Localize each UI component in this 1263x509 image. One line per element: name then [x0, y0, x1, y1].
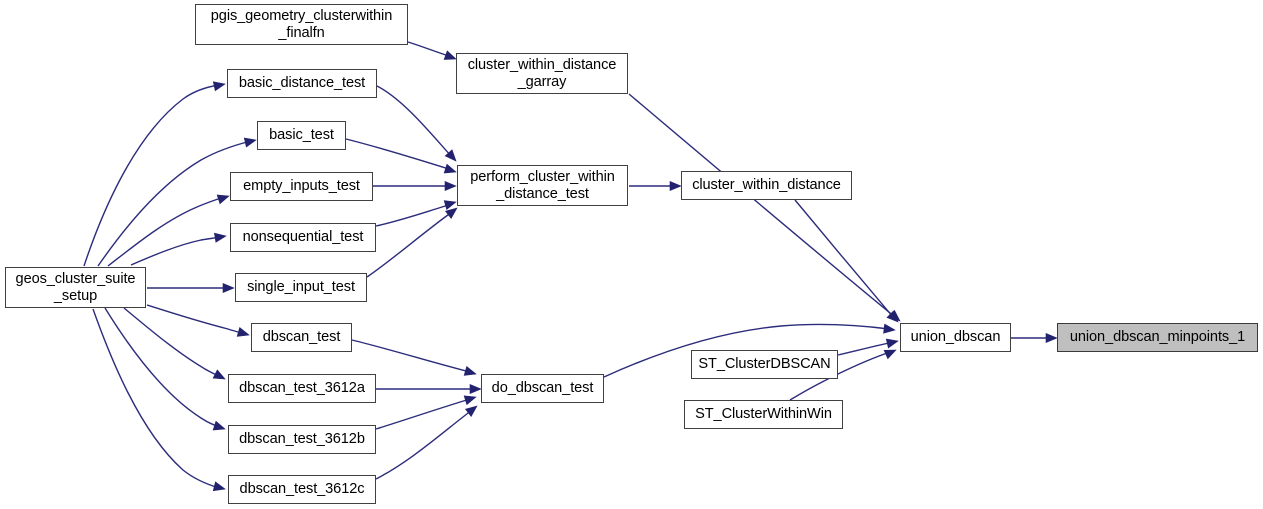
node-basic_test[interactable]: basic_test	[257, 121, 346, 150]
node-ST_ClusterDBSCAN[interactable]: ST_ClusterDBSCAN	[691, 350, 838, 379]
node-single_input_test[interactable]: single_input_test	[235, 273, 367, 302]
edge-do-to-union-dbscan-arrowhead	[883, 323, 896, 334]
node-label-dbscan_test: dbscan_test	[262, 329, 341, 346]
edge-setup-to-3612c	[92, 308, 220, 489]
edge-basic-test-to-perform-arrowhead	[443, 163, 457, 174]
node-label-cluster_within_distance_garray: cluster_within_distance _garray	[467, 57, 617, 90]
node-empty_inputs_test[interactable]: empty_inputs_test	[230, 172, 373, 201]
node-perform_cluster_within_distance_test[interactable]: perform_cluster_within _distance_test	[457, 165, 628, 206]
edge-nonsequential-to-perform-arrowhead	[443, 200, 457, 210]
edge-3612b-to-do-arrowhead	[463, 395, 477, 406]
node-label-do_dbscan_test: do_dbscan_test	[491, 380, 594, 397]
node-nonsequential_test[interactable]: nonsequential_test	[230, 223, 376, 252]
edge-setup-to-basic-distance	[83, 84, 220, 267]
edge-setup-to-3612b	[104, 307, 221, 428]
edge-cwd-to-union-dbscan	[794, 199, 894, 318]
edge-setup-to-dbscan-test	[146, 304, 245, 335]
edge-basic-distance-to-perform-arrowhead	[444, 149, 457, 162]
node-ST_ClusterWithinWin[interactable]: ST_ClusterWithinWin	[684, 400, 843, 429]
edge-setup-to-empty-inputs-arrowhead	[216, 194, 230, 205]
edge-setup-to-single-input-arrowhead	[222, 282, 235, 294]
edge-3612c-to-do	[375, 409, 473, 480]
edge-setup-to-basic-test-arrowhead	[243, 137, 257, 148]
node-cluster_within_distance_garray[interactable]: cluster_within_distance _garray	[456, 53, 628, 94]
edge-setup-to-3612c-arrowhead	[212, 481, 226, 492]
node-union_dbscan[interactable]: union_dbscan	[900, 323, 1011, 352]
node-label-union_dbscan: union_dbscan	[910, 329, 1001, 346]
node-label-dbscan_test_3612b: dbscan_test_3612b	[239, 431, 365, 448]
edge-pgis-finalfn-to-garray-arrowhead	[443, 50, 457, 60]
edge-basic-test-to-perform	[345, 138, 453, 171]
edge-stclusterwithinwin-to-union	[789, 351, 891, 401]
edge-setup-to-3612a	[123, 307, 221, 378]
node-label-ST_ClusterWithinWin: ST_ClusterWithinWin	[695, 406, 832, 423]
edge-perform-to-cwd-arrowhead	[669, 180, 682, 192]
edge-setup-to-dbscan-test-arrowhead	[236, 327, 250, 337]
node-label-geos_cluster_suite_setup: geos_cluster_suite _setup	[15, 271, 136, 304]
node-union_dbscan_minpoints_1[interactable]: union_dbscan_minpoints_1	[1057, 323, 1258, 352]
edge-single-input-to-perform	[366, 211, 453, 278]
edge-nonsequential-to-perform	[375, 203, 453, 227]
edge-setup-to-basic-distance-arrowhead	[212, 81, 226, 92]
node-label-basic_test: basic_test	[269, 127, 334, 144]
node-dbscan_test[interactable]: dbscan_test	[251, 323, 352, 352]
node-label-nonsequential_test: nonsequential_test	[242, 229, 364, 246]
edge-cwd-to-union-dbscan-arrowhead	[886, 310, 899, 323]
node-label-basic_distance_test: basic_distance_test	[238, 75, 366, 92]
node-label-pgis_geometry_clusterwithin_finalfn: pgis_geometry_clusterwithin _finalfn	[210, 8, 393, 41]
edge-basic-distance-to-perform	[376, 85, 453, 158]
node-cluster_within_distance[interactable]: cluster_within_distance	[681, 171, 852, 200]
node-label-union_dbscan_minpoints_1: union_dbscan_minpoints_1	[1069, 329, 1246, 346]
node-label-perform_cluster_within_distance_test: perform_cluster_within _distance_test	[470, 169, 615, 202]
node-dbscan_test_3612a[interactable]: dbscan_test_3612a	[228, 374, 376, 403]
edge-union-to-minpoints-arrowhead	[1045, 332, 1058, 344]
edge-setup-to-nonsequential-arrowhead	[214, 232, 227, 243]
edge-do-to-union-dbscan	[603, 323, 890, 378]
edge-empty-inputs-to-perform-arrowhead	[444, 180, 457, 192]
edge-setup-to-3612a-arrowhead	[212, 369, 226, 380]
edge-dbscan-test-to-do	[351, 339, 471, 373]
edge-setup-to-basic-test	[97, 140, 252, 267]
edge-pgis-finalfn-to-garray	[407, 41, 453, 58]
edge-setup-to-nonsequential	[130, 236, 222, 266]
edge-single-input-to-perform-arrowhead	[444, 207, 458, 219]
edge-stclusterwithinwin-to-union-arrowhead	[883, 349, 897, 360]
edge-stclusterdbscan-to-union	[837, 341, 894, 356]
node-geos_cluster_suite_setup[interactable]: geos_cluster_suite _setup	[5, 267, 146, 308]
node-label-single_input_test: single_input_test	[247, 279, 355, 296]
node-basic_distance_test[interactable]: basic_distance_test	[227, 69, 377, 98]
edge-stclusterdbscan-to-union-arrowhead	[885, 338, 899, 349]
node-label-dbscan_test_3612a: dbscan_test_3612a	[239, 380, 365, 397]
edge-garray-to-union-dbscan	[628, 93, 896, 318]
node-label-dbscan_test_3612c: dbscan_test_3612c	[239, 481, 365, 498]
node-label-empty_inputs_test: empty_inputs_test	[243, 178, 360, 195]
edge-3612a-to-do-arrowhead	[469, 383, 482, 395]
edge-setup-to-3612b-arrowhead	[212, 420, 226, 431]
edge-3612b-to-do	[375, 398, 471, 430]
node-label-cluster_within_distance: cluster_within_distance	[692, 177, 841, 194]
node-dbscan_test_3612b[interactable]: dbscan_test_3612b	[228, 425, 376, 454]
node-dbscan_test_3612c[interactable]: dbscan_test_3612c	[228, 475, 376, 504]
node-pgis_geometry_clusterwithin_finalfn[interactable]: pgis_geometry_clusterwithin _finalfn	[195, 4, 408, 45]
node-do_dbscan_test[interactable]: do_dbscan_test	[481, 374, 604, 403]
edge-setup-to-empty-inputs	[107, 196, 225, 267]
edge-3612c-to-do-arrowhead	[464, 405, 478, 417]
node-label-ST_ClusterDBSCAN: ST_ClusterDBSCAN	[698, 356, 831, 373]
edge-dbscan-test-to-do-arrowhead	[463, 366, 477, 376]
